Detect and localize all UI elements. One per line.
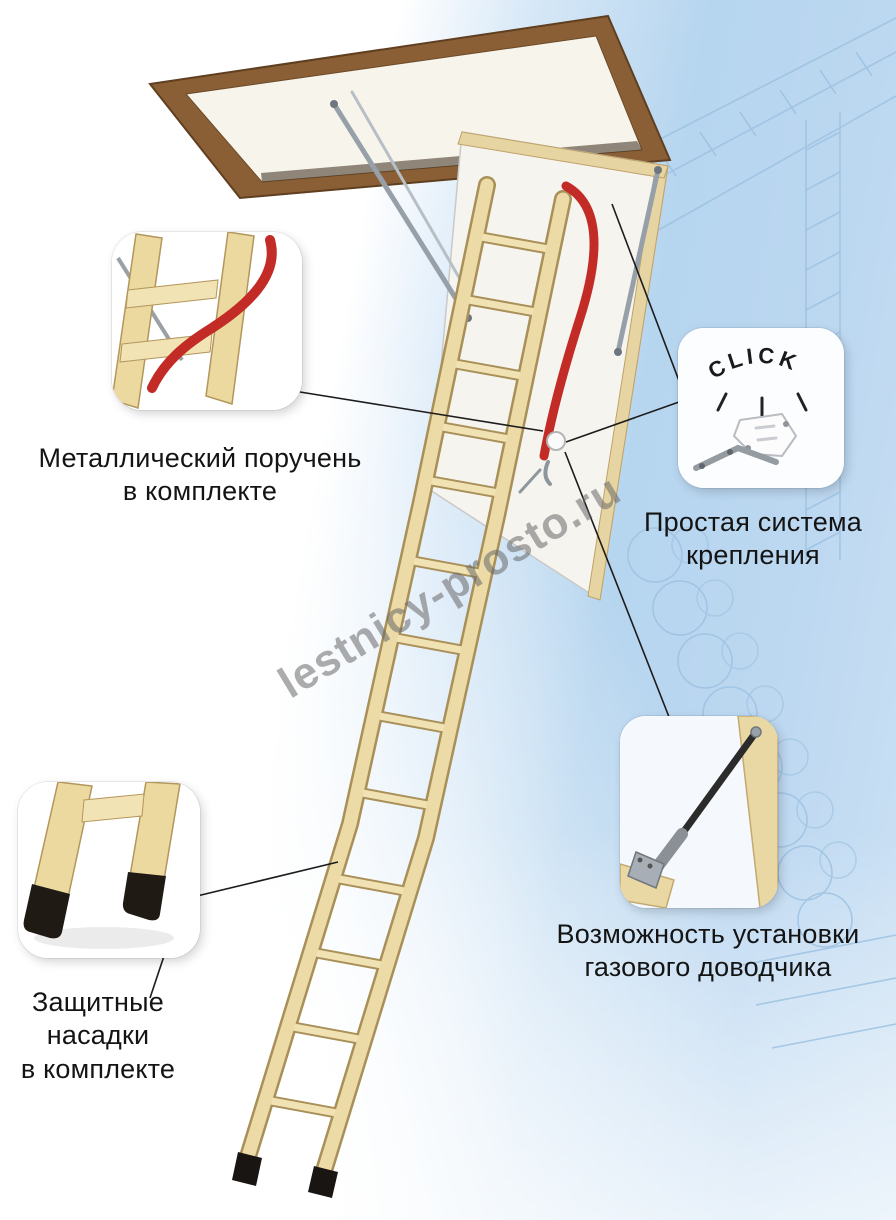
label-line: Простая система xyxy=(644,507,862,537)
label-handrail: Металлический поручень в комплекте xyxy=(8,442,392,509)
callout-line-feet-label xyxy=(149,949,167,999)
callout-click-mount-closeup: CLICK xyxy=(678,328,844,488)
label-protective-caps: Защитные насадки в комплекте xyxy=(6,986,190,1086)
label-line: Металлический поручень xyxy=(38,443,362,473)
label-mounting-system: Простая система крепления xyxy=(620,506,886,573)
foot-cap-left xyxy=(23,884,71,939)
hatch-lid xyxy=(429,131,669,602)
metal-handrail xyxy=(539,181,599,461)
gas-strut-art xyxy=(620,716,778,908)
callout-line-feet xyxy=(196,861,339,897)
gas-strut-rod xyxy=(678,728,760,838)
gas-strut-bracket xyxy=(627,850,665,890)
callout-line-handrail xyxy=(299,391,544,432)
label-line: в комплекте xyxy=(122,476,278,507)
label-line: Защитные xyxy=(32,987,164,1017)
callout-feet-closeup xyxy=(18,782,200,958)
gas-strut-cylinder xyxy=(652,828,688,872)
label-line: Возможность установки xyxy=(556,919,860,949)
ladder-steps xyxy=(260,230,560,1120)
callout-line-click-top xyxy=(611,203,682,387)
callout-handrail-closeup xyxy=(112,232,302,410)
click-mount-art: CLICK xyxy=(678,328,844,488)
callout-lines xyxy=(149,203,682,999)
protective-foot-caps xyxy=(232,1152,338,1198)
ladder xyxy=(232,176,572,1198)
label-line: в комплекте xyxy=(20,1053,176,1084)
handrail-closeup-rail xyxy=(147,235,277,393)
label-gas-strut-option: Возможность установки газового доводчика xyxy=(528,918,888,985)
metal-strap xyxy=(693,444,779,471)
label-line: газового доводчика xyxy=(584,952,832,983)
latch-hardware xyxy=(518,431,566,494)
handrail-closeup-art xyxy=(112,232,302,410)
callout-line-click-latch xyxy=(565,401,680,443)
label-line: насадки xyxy=(46,1020,150,1051)
callout-line-gas xyxy=(564,451,672,723)
foot-cap-right xyxy=(122,872,166,921)
feet-closeup-art xyxy=(18,782,200,958)
callout-gas-strut-closeup xyxy=(620,716,778,908)
click-emphasis-dashes xyxy=(716,392,808,418)
label-line: крепления xyxy=(686,540,820,571)
